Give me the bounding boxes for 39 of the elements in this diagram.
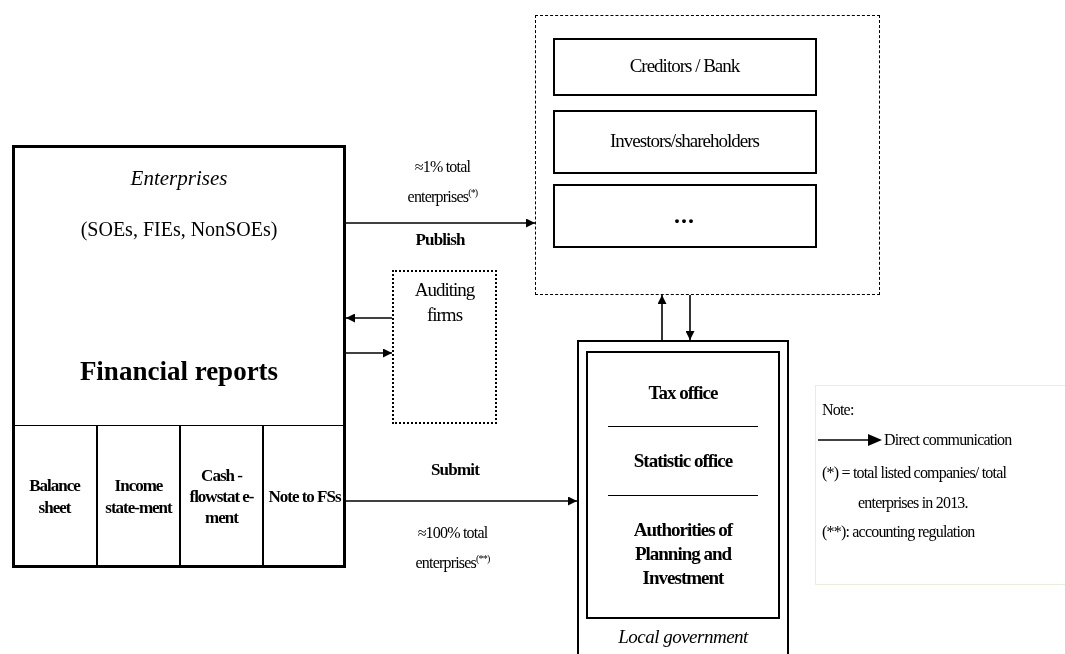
report-name: Balance sheet bbox=[28, 475, 82, 518]
share-note: ≈1% total enterprises$^{(*)}$ bbox=[406, 157, 479, 208]
enterprise-box bbox=[12, 145, 346, 568]
arrow bbox=[345, 348, 393, 358]
ellipsis: ... bbox=[674, 202, 695, 229]
note-text: Note: bbox=[822, 400, 855, 420]
box-label: Investors/shareholders bbox=[610, 129, 759, 154]
section-title: Financial reports bbox=[78, 356, 280, 387]
auditor-box bbox=[392, 270, 497, 424]
report-name: Income state-ment bbox=[104, 475, 174, 518]
enterprise-types: (SOEs, FIEs, NonSOEs) bbox=[79, 218, 279, 241]
stakeholder-box bbox=[552, 183, 817, 248]
arrow bbox=[685, 294, 695, 341]
report-cell bbox=[180, 425, 263, 568]
office-name: Statistic office bbox=[632, 449, 734, 474]
note-text: (**): accounting regulation bbox=[822, 522, 976, 543]
box-label: Auditing firms bbox=[413, 278, 476, 327]
arrow bbox=[345, 218, 536, 228]
report-cell bbox=[12, 425, 97, 568]
office-box bbox=[586, 351, 780, 619]
group-caption: Local government bbox=[617, 626, 750, 648]
arrow bbox=[345, 496, 578, 506]
arrow bbox=[657, 294, 667, 341]
legend-text: Direct communication bbox=[884, 431, 1012, 449]
report-name: Note to FSs bbox=[267, 485, 342, 508]
box-label: Creditors / Bank bbox=[629, 54, 740, 79]
local-government-box bbox=[577, 340, 789, 654]
report-cell bbox=[97, 425, 180, 568]
report-cell bbox=[263, 425, 346, 568]
note-text: (*) = total listed companies/ total enterprises in 2013. bbox=[822, 463, 1008, 514]
share-note: ≈100% total enterprises$^{(**)}$ bbox=[414, 523, 491, 574]
stakeholder-group bbox=[535, 15, 880, 295]
stakeholder-box bbox=[552, 37, 817, 96]
enterprise-title: Enterprises bbox=[129, 166, 229, 191]
stakeholder-box bbox=[552, 109, 817, 174]
office-name: Authorities of Planning and Investment bbox=[632, 518, 734, 590]
report-name: Cash - flowstat e-ment bbox=[188, 464, 255, 529]
office-name: Tax office bbox=[647, 380, 719, 405]
arrow bbox=[345, 313, 393, 323]
